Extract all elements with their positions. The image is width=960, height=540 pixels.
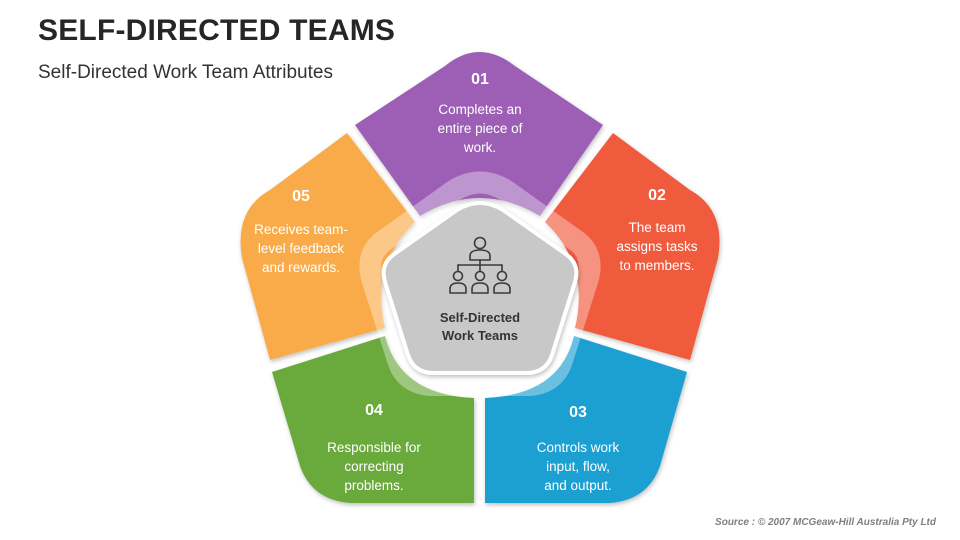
segment-05-text-line-3: and rewards. [262, 260, 340, 275]
segment-03-text-line-3: and output. [544, 478, 612, 493]
segment-04[interactable]: 04 Responsible for correcting problems. [272, 336, 474, 503]
segment-05-number: 05 [292, 188, 310, 205]
page-title: SELF-DIRECTED TEAMS [38, 14, 396, 47]
segment-02-text-line-1: The team [628, 220, 685, 235]
segment-03-text-line-2: input, flow, [546, 459, 610, 474]
source-citation: Source : © 2007 MCGeaw-Hill Australia Pt… [715, 517, 936, 528]
segment-03-shape [485, 336, 687, 503]
segment-05-shape [240, 133, 415, 360]
segment-01-text-line-2: entire piece of [438, 121, 523, 136]
org-chart-icon [449, 236, 511, 294]
center-label-line-2: Work Teams [442, 328, 518, 343]
segment-01-shape [355, 52, 603, 216]
page-subtitle: Self-Directed Work Team Attributes [38, 62, 333, 83]
segment-04-text-line-1: Responsible for [327, 440, 421, 455]
segment-03[interactable]: 03 Controls work input, flow, and output… [485, 336, 687, 503]
segment-05-text-line-1: Receives team- [254, 222, 348, 237]
segment-01-text-line-3: work. [463, 140, 496, 155]
segment-02-text-line-3: to members. [619, 258, 694, 273]
segment-03-number: 03 [569, 404, 587, 421]
segment-01[interactable]: 01 Completes an entire piece of work. [355, 52, 603, 216]
segment-02-text-line-2: assigns tasks [616, 239, 697, 254]
center-label-line-1: Self-Directed [440, 310, 520, 325]
segment-04-text-line-2: correcting [344, 459, 403, 474]
segment-02-number: 02 [648, 187, 666, 204]
center-pentagon [381, 201, 579, 375]
segment-04-shape [272, 336, 474, 503]
segment-05-text-line-2: level feedback [258, 241, 345, 256]
segment-01-number: 01 [471, 71, 489, 88]
center-node: Self-Directed Work Teams [381, 201, 579, 375]
segment-04-text-line-3: problems. [344, 478, 403, 493]
segment-01-text-line-1: Completes an [438, 102, 521, 117]
segment-02-shape [545, 133, 720, 360]
segment-04-number: 04 [365, 402, 383, 419]
segment-05[interactable]: 05 Receives team- level feedback and rew… [240, 133, 415, 360]
segment-02[interactable]: 02 The team assigns tasks to members. [545, 133, 720, 360]
center-ring [359, 171, 601, 396]
segment-03-text-line-1: Controls work [537, 440, 620, 455]
